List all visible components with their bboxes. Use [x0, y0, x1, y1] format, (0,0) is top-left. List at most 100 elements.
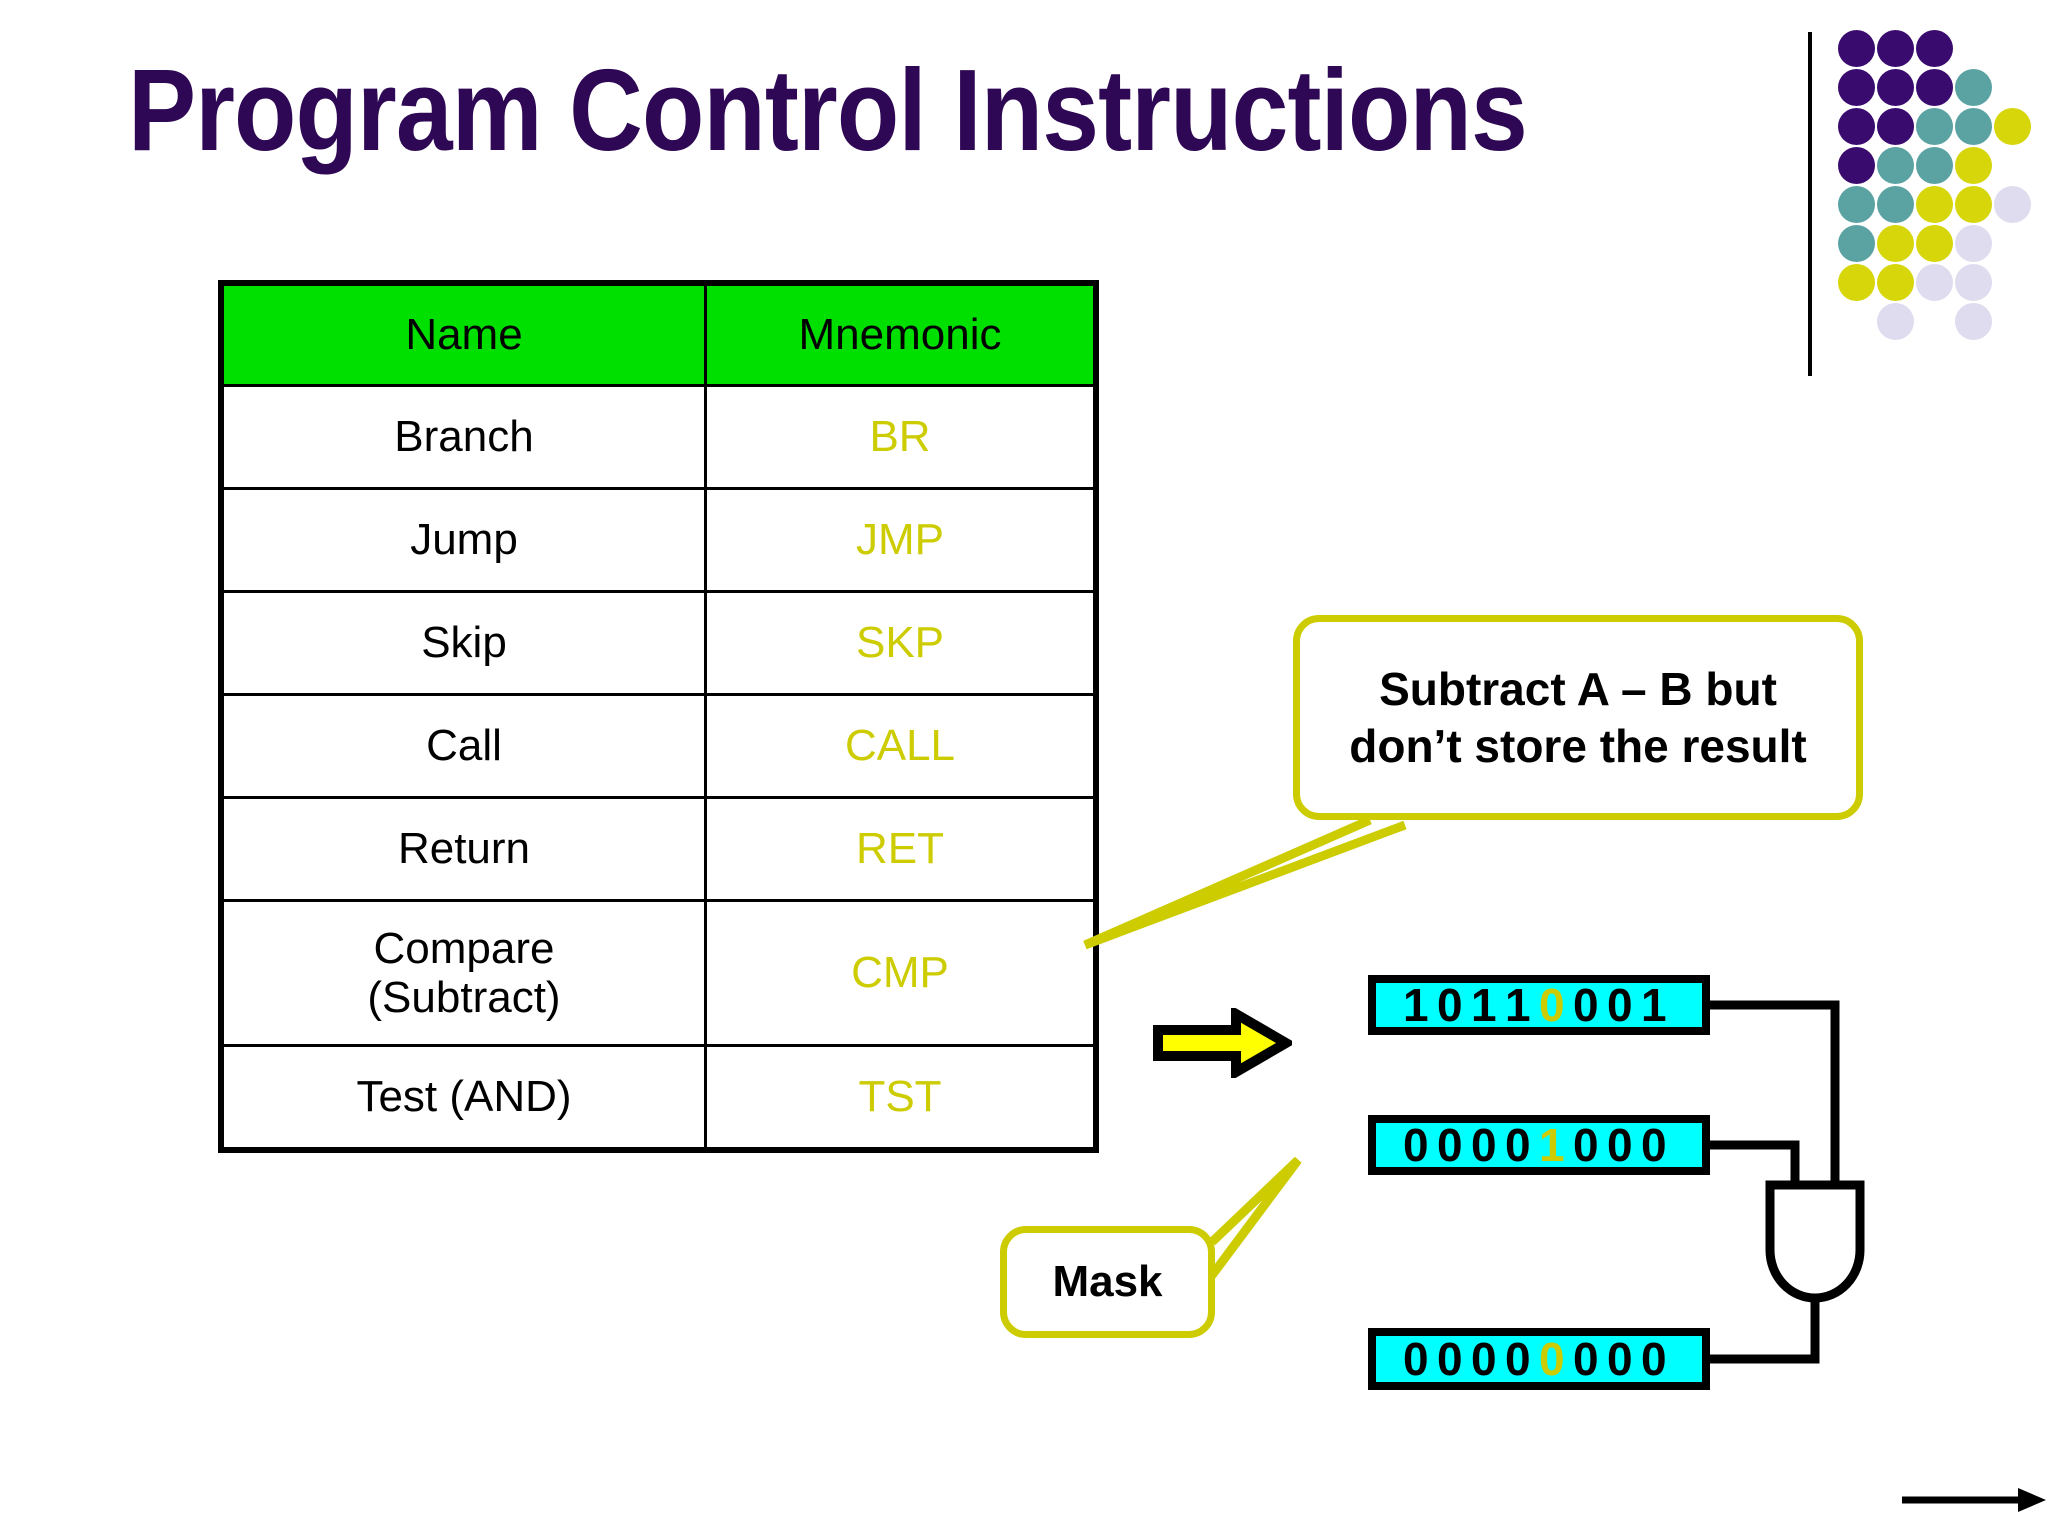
logo-dot-lavender — [1877, 303, 1914, 340]
subtract-callout-tail — [1083, 815, 1407, 950]
instruction-name-text: Compare — [373, 923, 555, 973]
cell-instruction-name: Jump — [219, 487, 707, 593]
register-bit: 0 — [1607, 1119, 1643, 1171]
cell-instruction-name: Branch — [219, 384, 707, 490]
cell-mnemonic: CALL — [704, 693, 1098, 799]
register-bit: 1 — [1403, 979, 1439, 1031]
register-bit: 0 — [1505, 1333, 1541, 1385]
register-bit: 1 — [1539, 1119, 1575, 1171]
register-bit: 0 — [1573, 979, 1609, 1031]
logo-dot-purple — [1838, 108, 1875, 145]
table-row: Skip SKP — [219, 590, 1098, 696]
table-row: Branch BR — [219, 384, 1098, 490]
instruction-name-subtext: (Subtract) — [367, 973, 561, 1022]
mnemonic-text: JMP — [856, 515, 944, 565]
mnemonic-text: RET — [856, 824, 944, 874]
table-body: Branch BR Jump JMP Skip SKP Call CALL Return RET C… — [219, 384, 1098, 1152]
logo-dot-yellow — [1916, 186, 1953, 223]
cell-instruction-name: Compare(Subtract) — [219, 899, 707, 1047]
logo-dot-yellow — [1955, 147, 1992, 184]
logo-dot-purple — [1838, 30, 1875, 67]
logo-dot-purple — [1916, 30, 1953, 67]
logo-dot-yellow — [1955, 186, 1992, 223]
logo-dot-teal — [1838, 225, 1875, 262]
yellow-right-arrow-icon — [1153, 1008, 1292, 1078]
logo-dot-yellow — [1994, 108, 2031, 145]
register-bit: 0 — [1403, 1333, 1439, 1385]
register-bit: 1 — [1471, 979, 1507, 1031]
register-bit: 0 — [1471, 1119, 1507, 1171]
logo-dot-teal — [1877, 147, 1914, 184]
column-header-name: Name — [219, 281, 707, 387]
register-bit: 0 — [1437, 979, 1473, 1031]
logo-dot-purple — [1838, 69, 1875, 106]
instruction-name-text: Call — [426, 721, 502, 771]
register-bit: 0 — [1641, 1119, 1677, 1171]
logo-dot-yellow — [1838, 264, 1875, 301]
logo-dot-yellow — [1877, 225, 1914, 262]
logo-dot-yellow — [1877, 264, 1914, 301]
register-bit: 1 — [1641, 979, 1677, 1031]
mnemonic-text: CMP — [851, 948, 949, 998]
register-bit: 0 — [1607, 1333, 1643, 1385]
register-bit: 0 — [1437, 1333, 1473, 1385]
logo-dot-purple — [1877, 69, 1914, 106]
cell-instruction-name: Return — [219, 796, 707, 902]
subtract-callout: Subtract A – B but don’t store the resul… — [1293, 615, 1863, 820]
register-bit: 0 — [1573, 1333, 1609, 1385]
register-bit: 0 — [1607, 979, 1643, 1031]
cell-instruction-name: Test (AND) — [219, 1044, 707, 1152]
logo-dot-teal — [1916, 108, 1953, 145]
logo-dot-teal — [1955, 69, 1992, 106]
logo-dot-teal — [1916, 147, 1953, 184]
cell-mnemonic: SKP — [704, 590, 1098, 696]
register-bit: 0 — [1403, 1119, 1439, 1171]
mask-callout-tail — [1200, 1156, 1302, 1289]
instruction-name-text: Branch — [394, 412, 534, 462]
page-title: Program Control Instructions — [128, 45, 1528, 175]
logo-dot-teal — [1877, 186, 1914, 223]
cell-instruction-name: Call — [219, 693, 707, 799]
register-bit: 0 — [1641, 1333, 1677, 1385]
register-bit: 0 — [1573, 1119, 1609, 1171]
subtract-callout-line2: don’t store the result — [1349, 719, 1807, 772]
mnemonic-text: BR — [869, 412, 931, 462]
logo-dot-lavender — [1955, 225, 1992, 262]
register-bit: 0 — [1437, 1119, 1473, 1171]
mnemonic-text: CALL — [844, 721, 956, 771]
register-bit: 0 — [1505, 1119, 1541, 1171]
instruction-name-text: Skip — [421, 618, 507, 668]
logo-dot-teal — [1955, 108, 1992, 145]
logo-dot-purple — [1838, 147, 1875, 184]
cell-instruction-name: Skip — [219, 590, 707, 696]
cell-mnemonic: RET — [704, 796, 1098, 902]
register-bit: 1 — [1505, 979, 1541, 1031]
logo-dot-purple — [1916, 69, 1953, 106]
table-row: Compare(Subtract) CMP — [219, 899, 1098, 1047]
register-bit: 0 — [1471, 1333, 1507, 1385]
mnemonic-text: TST — [858, 1072, 942, 1122]
logo-dot-yellow — [1916, 225, 1953, 262]
logo-dot-purple — [1877, 30, 1914, 67]
logo-dot-lavender — [1955, 303, 1992, 340]
instruction-name-text: Test (AND) — [356, 1072, 572, 1122]
register-bit: 0 — [1539, 1333, 1575, 1385]
cell-mnemonic: CMP — [704, 899, 1098, 1047]
subtract-callout-line1: Subtract A – B but — [1379, 663, 1777, 716]
cell-mnemonic: TST — [704, 1044, 1098, 1152]
logo-dot-lavender — [1916, 264, 1953, 301]
logo-dot-lavender — [1955, 264, 1992, 301]
logo-dot-purple — [1877, 108, 1914, 145]
instruction-name-text: Jump — [410, 515, 518, 565]
table-row: Return RET — [219, 796, 1098, 902]
register-bit: 0 — [1539, 979, 1575, 1031]
table-row: Test (AND) TST — [219, 1044, 1098, 1152]
and-gate-symbol — [1765, 1180, 1865, 1303]
logo-dot-teal — [1838, 186, 1875, 223]
logo-divider — [1808, 32, 1812, 376]
dot-matrix-logo — [1838, 30, 2048, 350]
logo-dot-lavender — [1994, 186, 2031, 223]
